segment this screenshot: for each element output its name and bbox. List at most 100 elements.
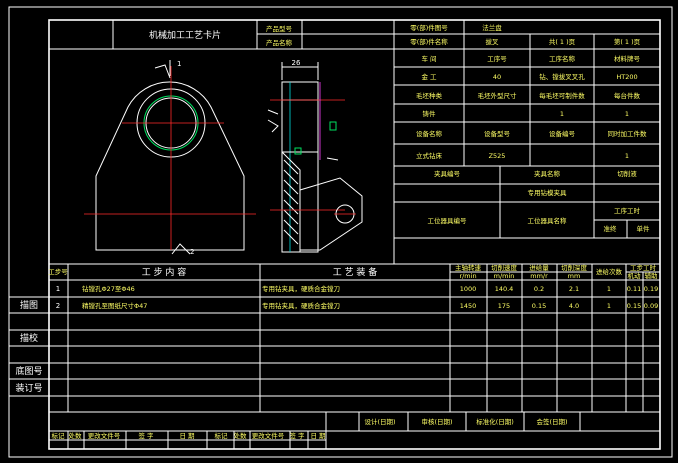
col-cut: 切削速度: [491, 263, 518, 272]
col-step: 工步号: [48, 268, 68, 276]
col-feed-unit: mm/r: [530, 272, 548, 280]
info-cell: 毛坯种类: [416, 91, 443, 100]
table-cell-speed: 1450: [460, 302, 477, 310]
sign-col-label: 标记: [215, 431, 229, 440]
table-cell-depth: 4.0: [569, 302, 579, 310]
info-cell: 铸件: [423, 109, 437, 118]
table-cell-passes: 1: [607, 302, 611, 310]
col-cut-unit: m/min: [494, 272, 515, 280]
col-depth-unit: mm: [568, 272, 581, 280]
outer-frame: [8, 6, 673, 458]
sign-col-label: 日 期: [310, 432, 326, 440]
table-cell-content: 钻镗孔Φ27至Φ46: [82, 284, 135, 293]
mark-1: 1: [177, 60, 181, 68]
left-label-2: 底图号: [15, 365, 42, 377]
table-cell-equip: 专用钻夹具，硬质合金镗刀: [262, 284, 340, 293]
sign-sign: 会签(日期): [536, 417, 567, 426]
info-cell: 工序号: [487, 54, 507, 63]
tool-name-label: 工位器具名称: [528, 216, 568, 225]
left-label-0: 描图: [20, 299, 38, 311]
mark-2: 2: [190, 248, 194, 256]
part-name-value: 拔叉: [486, 37, 500, 46]
left-label-1: 描校: [20, 332, 38, 344]
fixture-no-label: 夹具编号: [434, 169, 461, 178]
info-cell: Z525: [489, 152, 506, 160]
col-content: 工 步 内 容: [142, 266, 187, 278]
table-cell-depth: 2.1: [569, 285, 579, 293]
col-passes: 进给次数: [596, 267, 623, 276]
info-cell: 设备名称: [416, 129, 443, 138]
table-cell-t1: 0.11: [627, 285, 641, 293]
table-cell-feed: 0.15: [532, 302, 546, 310]
table-cell-equip: 专用钻夹具，硬质合金镗刀: [262, 301, 340, 310]
col-speed-unit: r/min: [459, 272, 476, 280]
sign-col-label: 处数: [69, 431, 83, 440]
sign-col-label: 处数: [234, 431, 248, 440]
info-cell: 1: [625, 152, 629, 160]
part-front-view: 1 2: [84, 60, 256, 256]
info-cell: 1: [625, 110, 629, 118]
sign-review: 审核(日期): [421, 417, 452, 426]
info-cell: 钻、镗拔叉叉孔: [539, 72, 585, 81]
info-cell: 每台件数: [614, 91, 641, 100]
table-cell-content: 精镗孔至图纸尺寸Φ47: [82, 301, 147, 310]
product-model-label: 产品型号: [266, 24, 293, 33]
sign-cols: 标记处数更改文件号签 字日 期标记处数更改文件号签 字日 期: [52, 431, 326, 449]
card-title: 机械加工工艺卡片: [149, 29, 221, 41]
sign-col-label: 标记: [52, 431, 66, 440]
sign-standard: 标准化(日期): [476, 417, 514, 426]
part-name-label: 零(部)件名称: [410, 37, 448, 46]
info-cell: HT200: [616, 73, 637, 81]
info-cell: 40: [493, 73, 501, 81]
table-cell-cut: 175: [498, 302, 510, 310]
inner-frame: [48, 19, 661, 450]
info-cell: 金 工: [421, 72, 437, 81]
col-time-b: 辅助: [645, 271, 659, 280]
fixture-name-value: 专用钻模夹具: [528, 188, 568, 197]
col-feed: 进给量: [529, 263, 549, 272]
info-cell: 设备型号: [484, 129, 511, 138]
fixture-name-label: 夹具名称: [534, 169, 561, 178]
col-time-a: 机动: [628, 271, 642, 280]
prep-label: 准终: [604, 224, 618, 233]
dim-label: 26: [292, 59, 301, 67]
col-equip: 工 艺 装 备: [333, 266, 378, 278]
table-cell-t1: 0.15: [627, 302, 641, 310]
info-cell: 每毛坯可制件数: [539, 91, 585, 100]
sign-col-label: 签 字: [289, 431, 305, 440]
left-label-3: 装订号: [15, 382, 42, 394]
table-cell-no: 1: [56, 285, 60, 293]
product-name-label: 产品名称: [266, 38, 293, 47]
info-cell: 毛坯外型尺寸: [478, 91, 518, 100]
part-section-view: 26: [267, 59, 363, 253]
info-cell: 工序名称: [549, 54, 576, 63]
info-cell: 同时加工件数: [608, 129, 648, 138]
sign-col-label: 更改文件号: [252, 431, 285, 440]
col-depth: 切削深度: [561, 263, 588, 272]
table-cell-speed: 1000: [460, 285, 477, 293]
tool-no-label: 工位器具编号: [428, 216, 468, 225]
col-time: 工步工时: [630, 263, 657, 272]
table-cell-t2: 0.09: [644, 302, 658, 310]
table-cell-feed: 0.2: [534, 285, 544, 293]
info-cell: 设备编号: [549, 129, 576, 138]
table-cell-t2: 0.19: [644, 285, 658, 293]
unit-label: 单件: [637, 224, 651, 233]
part-no-label: 零(部)件图号: [410, 23, 448, 32]
sign-col-label: 更改文件号: [88, 431, 121, 440]
hours-label: 工序工时: [614, 206, 641, 215]
info-cell: 车 间: [421, 54, 436, 63]
info-cell: 1: [560, 110, 564, 118]
sign-col-label: 日 期: [179, 432, 195, 440]
sheet-total: 共( 1 )页: [549, 37, 576, 46]
info-cell: 材料牌号: [614, 54, 641, 63]
sign-col-label: 签 字: [138, 431, 154, 440]
sign-design: 设计(日期): [364, 417, 395, 426]
table-cell-no: 2: [56, 302, 60, 310]
sheet-no: 第( 1 )页: [614, 37, 641, 46]
table-cell-passes: 1: [607, 285, 611, 293]
col-speed: 主轴转速: [455, 263, 482, 272]
